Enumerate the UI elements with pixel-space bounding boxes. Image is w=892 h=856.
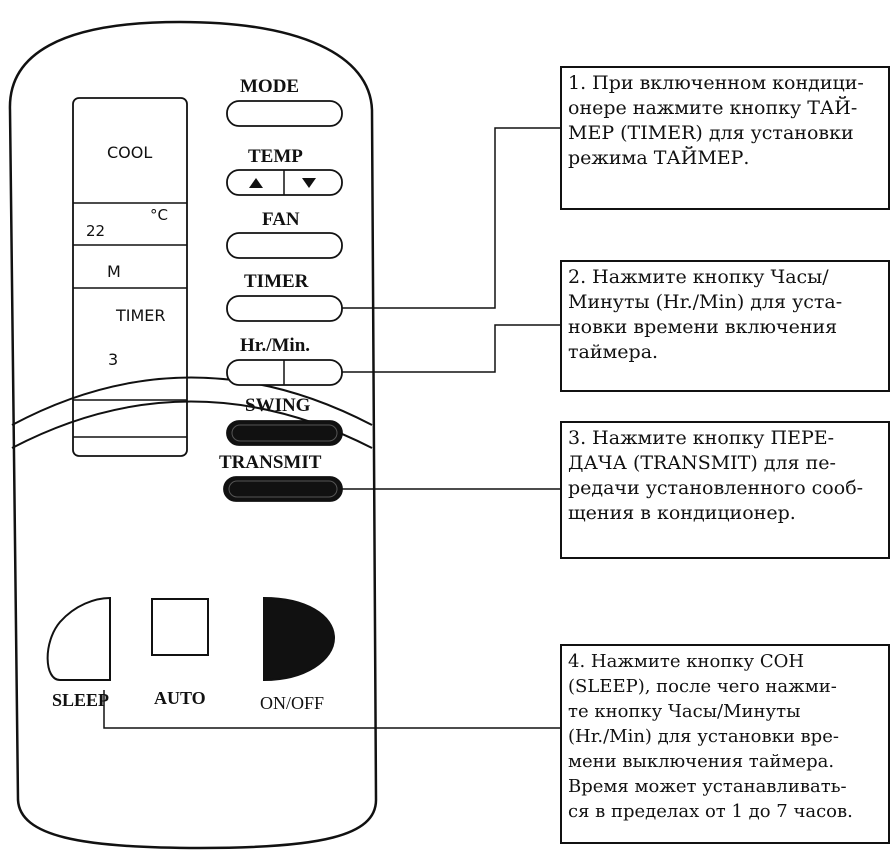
instruction-box-2: 2. Нажмите кнопку Часы/ Минуты (Hr./Min)… xyxy=(560,260,890,392)
auto-label: AUTO xyxy=(154,688,206,708)
lcd-mode: COOL xyxy=(107,143,153,162)
fan-button[interactable] xyxy=(226,232,343,259)
leader-line-1 xyxy=(342,127,560,309)
mode-button[interactable] xyxy=(226,100,343,127)
sleep-button[interactable] xyxy=(46,596,111,681)
lcd-timer-value: 3 xyxy=(108,350,119,369)
swing-button[interactable] xyxy=(226,420,343,446)
down-arrow-icon[interactable] xyxy=(302,178,316,188)
lcd-timer: TIMER xyxy=(116,306,166,325)
timer-label: TIMER xyxy=(244,271,309,292)
leader-line-2 xyxy=(342,324,560,373)
timer-button[interactable] xyxy=(226,295,343,322)
lcd-temp: 22 xyxy=(86,222,106,240)
remote-body xyxy=(8,20,378,850)
mode-label: MODE xyxy=(240,76,300,97)
leader-line-4 xyxy=(103,690,560,729)
instruction-box-4: 4. Нажмите кнопку СОН (SLEEP), после чег… xyxy=(560,644,890,844)
on-off-label: ON/OFF xyxy=(260,693,325,713)
on-off-button[interactable] xyxy=(263,596,336,682)
up-arrow-icon[interactable] xyxy=(249,178,263,188)
temp-label: TEMP xyxy=(248,146,303,167)
sleep-label: SLEEP xyxy=(52,690,110,710)
lcd-display xyxy=(72,97,188,457)
lcd-unit: °C xyxy=(150,206,168,224)
divider-curve xyxy=(11,376,373,426)
instruction-box-1: 1. При включенном кондици- онере нажмите… xyxy=(560,66,890,210)
fan-label: FAN xyxy=(262,209,300,230)
instruction-box-3: 3. Нажмите кнопку ПЕРЕ- ДАЧА (TRANSMIT) … xyxy=(560,421,890,559)
auto-button[interactable] xyxy=(151,598,209,656)
transmit-label: TRANSMIT xyxy=(219,452,322,473)
hr-min-label: Hr./Min. xyxy=(240,335,311,356)
lcd-fan: M xyxy=(107,262,121,281)
swing-label: SWING xyxy=(245,395,311,416)
